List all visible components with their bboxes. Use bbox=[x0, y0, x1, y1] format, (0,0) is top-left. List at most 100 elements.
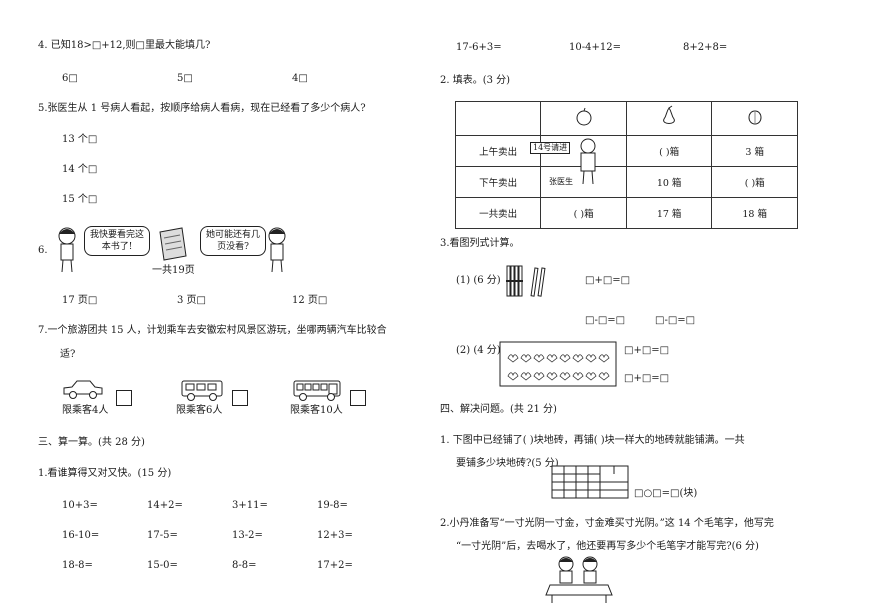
q3-part2-eq1[interactable]: □+□=□ bbox=[624, 345, 670, 356]
birds-group-illustration bbox=[499, 341, 617, 387]
calc-r1-c1: 10+3= bbox=[62, 500, 98, 511]
bird-icon bbox=[507, 372, 519, 381]
calc-r2-c4: 12+3= bbox=[317, 530, 353, 541]
problem-2-line2: “一寸光阴”后，去喝水了，他还要再写多少个毛笔字才能写完?(6 分) bbox=[456, 541, 759, 552]
q3-title: 3.看图列式计算。 bbox=[440, 238, 520, 249]
problem-1-line2: 要铺多少块地砖?(5 分) bbox=[456, 458, 559, 469]
van-checkbox[interactable] bbox=[232, 390, 248, 406]
calc-r2-c1: 16-10= bbox=[62, 530, 100, 541]
calc-r1-c2: 14+2= bbox=[147, 500, 183, 511]
q5-option-c: 15 个□ bbox=[62, 194, 98, 205]
q6-option-b: 3 页□ bbox=[177, 295, 206, 306]
q6-number: 6. bbox=[38, 245, 48, 256]
bird-icon bbox=[598, 354, 610, 363]
peach-header bbox=[711, 101, 798, 136]
bird-icon bbox=[572, 372, 584, 381]
peach-icon bbox=[748, 110, 762, 125]
doctor-sign-text: 14号请进 bbox=[530, 142, 571, 154]
section-3-heading: 三、算一算。(共 28 分) bbox=[38, 437, 145, 448]
row-morning-pear[interactable]: ( )箱 bbox=[625, 135, 713, 167]
bird-icon bbox=[559, 372, 571, 381]
calc-r2-c3: 13-2= bbox=[232, 530, 263, 541]
calc-r1-c4: 19-8= bbox=[317, 500, 348, 511]
bird-icon bbox=[546, 372, 558, 381]
q3-part1-eq3[interactable]: □-□=□ bbox=[655, 315, 696, 326]
calc-r3-c2: 15-0= bbox=[147, 560, 178, 571]
pear-icon bbox=[663, 105, 675, 124]
q4-option-b: 5□ bbox=[177, 73, 193, 84]
bird-icon bbox=[585, 354, 597, 363]
van-icon bbox=[181, 380, 223, 401]
q3-part1-eq2[interactable]: □-□=□ bbox=[585, 315, 626, 326]
q3-part1-eq1[interactable]: □+□=□ bbox=[585, 275, 631, 286]
calc-r3-c1: 18-8= bbox=[62, 560, 93, 571]
q5-option-b: 14 个□ bbox=[62, 164, 98, 175]
q3-part2-label: (2) (4 分) bbox=[456, 345, 501, 356]
q4-option-c: 4□ bbox=[292, 73, 308, 84]
car-checkbox[interactable] bbox=[116, 390, 132, 406]
book-icon bbox=[159, 227, 187, 261]
girl-asking-illustration bbox=[268, 227, 286, 273]
q5-option-a: 13 个□ bbox=[62, 134, 98, 145]
q3-1-title: 1.看谁算得又对又快。(15 分) bbox=[38, 468, 172, 479]
fruit-sales-table: 上午卖出 ( )箱 3 箱 下午卖出 10 箱 ( )箱 一共卖出 ( )箱 1… bbox=[454, 101, 798, 229]
bus-capacity-label: 限乘客10人 bbox=[290, 405, 343, 416]
q7-title-line2: 适? bbox=[60, 349, 76, 360]
row-afternoon-pear: 10 箱 bbox=[625, 166, 713, 198]
car-icon bbox=[63, 380, 103, 399]
apple-icon bbox=[576, 107, 592, 126]
calc-r3-c3: 8-8= bbox=[232, 560, 257, 571]
bird-icon bbox=[533, 354, 545, 363]
apple-header bbox=[540, 101, 627, 136]
q6-book-label: 一共19页 bbox=[152, 265, 195, 276]
bus-icon bbox=[293, 380, 341, 401]
row-total-apple[interactable]: ( )箱 bbox=[540, 197, 627, 229]
floor-tiles-diagram bbox=[551, 465, 629, 499]
bird-icon bbox=[585, 372, 597, 381]
bird-icon bbox=[520, 354, 532, 363]
top-calc-3: 8+2+8= bbox=[683, 42, 728, 53]
children-writing-illustration bbox=[545, 556, 613, 603]
bird-icon bbox=[520, 372, 532, 381]
row-afternoon-label: 下午卖出 bbox=[454, 166, 542, 198]
bird-icon bbox=[546, 354, 558, 363]
problem-1-equation[interactable]: □○□=□(块) bbox=[634, 488, 698, 499]
q6-option-c: 12 页□ bbox=[292, 295, 328, 306]
row-total-label: 一共卖出 bbox=[454, 197, 542, 229]
bird-icon bbox=[598, 372, 610, 381]
table-corner-cell bbox=[454, 101, 542, 136]
problem-1-line1: 1. 下图中已经铺了( )块地砖，再铺( )块一样大的地砖就能铺满。一共 bbox=[440, 435, 745, 446]
calc-r2-c2: 17-5= bbox=[147, 530, 178, 541]
bus-checkbox[interactable] bbox=[350, 390, 366, 406]
top-calc-2: 10-4+12= bbox=[569, 42, 621, 53]
doctor-name-label: 张医生 bbox=[549, 177, 573, 186]
sticks-bundle-icon bbox=[506, 265, 546, 297]
q4-title: 4. 已知18>□+12,则□里最大能填几? bbox=[38, 40, 211, 51]
doctor-illustration bbox=[580, 138, 596, 185]
bird-icon bbox=[507, 354, 519, 363]
q3-part2-eq2[interactable]: □+□=□ bbox=[624, 373, 670, 384]
car-capacity-label: 限乘客4人 bbox=[62, 405, 109, 416]
q7-title: 7.一个旅游团共 15 人，计划乘车去安徽宏村风景区游玩，坐哪两辆汽车比较合 bbox=[38, 325, 387, 336]
van-capacity-label: 限乘客6人 bbox=[176, 405, 223, 416]
section-4-heading: 四、解决问题。(共 21 分) bbox=[440, 404, 557, 415]
q6-option-a: 17 页□ bbox=[62, 295, 98, 306]
calc-r3-c4: 17+2= bbox=[317, 560, 353, 571]
pear-header bbox=[625, 101, 713, 136]
q2-fill-table-title: 2. 填表。(3 分) bbox=[440, 75, 511, 86]
row-afternoon-peach[interactable]: ( )箱 bbox=[711, 166, 798, 198]
row-total-peach: 18 箱 bbox=[711, 197, 798, 229]
bird-icon bbox=[559, 354, 571, 363]
row-total-pear: 17 箱 bbox=[625, 197, 713, 229]
problem-2-line1: 2.小丹准备写“一寸光阴一寸金，寸金难买寸光阴。”这 14 个毛笔字，他写完 bbox=[440, 518, 774, 529]
bird-icon bbox=[572, 354, 584, 363]
q4-option-a: 6□ bbox=[62, 73, 78, 84]
top-calc-1: 17-6+3= bbox=[456, 42, 502, 53]
girl-reading-illustration bbox=[58, 227, 76, 273]
q5-title: 5.张医生从 1 号病人看起，按顺序给病人看病，现在已经看了多少个病人? bbox=[38, 103, 366, 114]
q6-speech-bubble-1: 我快要看完这本书了! bbox=[84, 226, 150, 256]
row-morning-peach: 3 箱 bbox=[711, 135, 798, 167]
q3-part1-label: (1) (6 分) bbox=[456, 275, 501, 286]
q6-speech-bubble-2: 她可能还有几页没看? bbox=[200, 226, 266, 256]
calc-r1-c3: 3+11= bbox=[232, 500, 268, 511]
